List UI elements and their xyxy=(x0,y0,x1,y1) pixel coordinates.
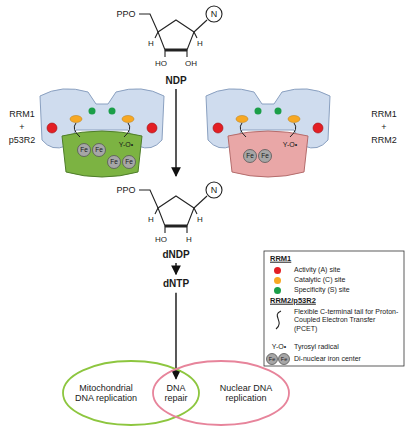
legend-heading: RRM2/p53R2 xyxy=(270,297,316,306)
node-text: dNDP xyxy=(112,249,240,261)
protein-label: p53R2 xyxy=(9,135,36,145)
c-terminal-tail xyxy=(74,123,130,137)
iron-label: Fe xyxy=(80,146,88,153)
legend-text: Tyrosyl radical xyxy=(294,343,339,351)
atom-label: PPO xyxy=(116,185,135,195)
atom-label: OH xyxy=(185,59,197,68)
protein-label: RRM2 xyxy=(371,135,397,145)
c-terminal-tail xyxy=(240,123,296,137)
radical-label: Y-O• xyxy=(272,343,286,351)
ndp-molecule xyxy=(139,6,222,57)
atom-label: HO xyxy=(155,235,167,244)
protein-label: RRM1 xyxy=(371,109,397,119)
iron-label: Fe xyxy=(281,356,287,362)
rrm2-dimer xyxy=(228,131,308,177)
atom-label: PPO xyxy=(116,9,135,19)
venn-outline xyxy=(63,361,199,425)
iron-atom xyxy=(108,156,121,169)
atom-label: H xyxy=(148,215,154,224)
radical-label: Y-O• xyxy=(119,141,133,149)
node-text: dNTP xyxy=(163,278,189,290)
atom-label: H xyxy=(186,235,192,244)
iron-label: Fe xyxy=(246,152,254,159)
iron-atom xyxy=(93,144,106,157)
protein-label: + xyxy=(19,122,24,132)
atom-label: H xyxy=(197,39,203,48)
venn-circle: Nuclear DNA replication xyxy=(153,361,289,425)
node-text: Mitochondrial DNA replication xyxy=(69,383,143,404)
iron-label: Fe xyxy=(95,146,103,153)
iron-label: Fe xyxy=(125,158,133,165)
reaction-arrow xyxy=(175,293,176,379)
legend-box xyxy=(264,251,404,366)
legend-swatch xyxy=(274,277,281,284)
protein-label: + xyxy=(381,122,386,132)
legend-text: Specificity (S) site xyxy=(294,286,350,294)
iron-atom xyxy=(267,354,278,365)
iron-label: Fe xyxy=(269,356,275,362)
legend-text: Flexible C-terminal tail for Proton-Coup… xyxy=(294,308,400,333)
iron-atom xyxy=(78,144,91,157)
protein-label: RRM1 xyxy=(9,109,35,119)
overlap-node: DNA repair xyxy=(154,381,198,406)
legend-text: Di-nuclear iron center xyxy=(294,355,361,363)
atom-label: N xyxy=(211,9,218,19)
reaction-arrow xyxy=(175,263,176,274)
atom-label: H xyxy=(148,39,154,48)
legend-text: Catalytic (C) site xyxy=(294,276,345,284)
tail-symbol xyxy=(276,311,281,329)
dndp-molecule xyxy=(139,182,222,233)
iron-label: Fe xyxy=(261,152,269,159)
atom-label: N xyxy=(211,185,218,195)
legend-swatch xyxy=(274,267,281,274)
node-text: DNA repair xyxy=(156,383,196,404)
iron-label: Fe xyxy=(110,158,118,165)
iron-atom xyxy=(123,156,136,169)
node-text: Nuclear DNA replication xyxy=(213,383,279,404)
reaction-arrow xyxy=(175,89,176,176)
iron-atom xyxy=(244,150,257,163)
iron-atom xyxy=(259,150,272,163)
product-node: dNTP xyxy=(161,276,191,292)
legend-swatch xyxy=(274,287,281,294)
venn-outline xyxy=(151,359,291,427)
legend-heading: RRM1 xyxy=(270,255,291,264)
iron-atom xyxy=(279,354,290,365)
p53r2-dimer xyxy=(62,131,142,177)
atom-label: H xyxy=(197,215,203,224)
atom-label: HO xyxy=(155,59,167,68)
legend-text: Activity (A) site xyxy=(294,266,340,274)
node-text: NDP xyxy=(112,75,240,87)
venn-outline xyxy=(153,361,289,425)
radical-label: Y-O• xyxy=(283,141,297,149)
